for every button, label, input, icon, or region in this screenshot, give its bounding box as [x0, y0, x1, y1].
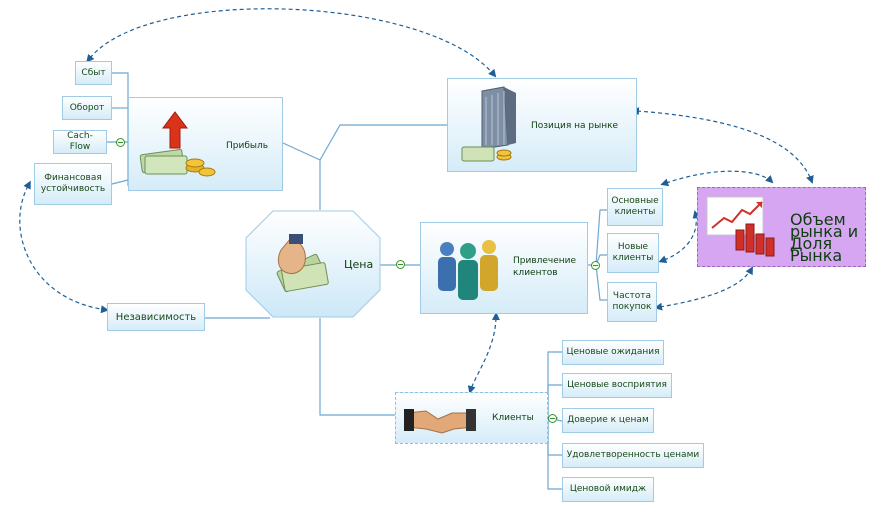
topic-clients-label: Клиенты — [492, 413, 534, 423]
growth-chart-icon — [706, 196, 775, 257]
subtopic-cash-flow[interactable]: Cach-Flow — [53, 130, 107, 154]
topic-profit[interactable]: Прибыль — [128, 97, 283, 191]
central-topic[interactable]: Цена — [245, 210, 381, 318]
topic-market-share[interactable]: Объем рынка и Доля Рынка — [697, 187, 866, 267]
building-icon — [461, 86, 516, 162]
topic-clients[interactable]: Клиенты — [395, 392, 548, 444]
collapse-toggle-attraction[interactable] — [396, 260, 405, 269]
topic-client-attraction[interactable]: Привлечение клиентов — [420, 222, 588, 314]
subtopic-price-perception[interactable]: Ценовые восприятия — [562, 373, 672, 398]
subtopic-sbyt[interactable]: Сбыт — [75, 61, 112, 85]
subtopic-main-clients[interactable]: Основные клиенты — [607, 188, 663, 226]
central-topic-label: Цена — [344, 258, 374, 271]
subtopic-new-clients[interactable]: Новые клиенты — [607, 233, 659, 273]
subtopic-financial-stability[interactable]: Финансовая устойчивость — [34, 163, 112, 205]
topic-market-position[interactable]: Позиция на рынке — [447, 78, 637, 172]
subtopic-price-satisfaction[interactable]: Удовлетворенность ценами — [562, 443, 704, 468]
money-hand-icon — [276, 234, 329, 293]
collapse-toggle-attraction-children[interactable] — [591, 261, 600, 270]
subtopic-purchase-frequency[interactable]: Частота покупок — [607, 282, 657, 322]
topic-market-position-label: Позиция на рынке — [531, 121, 619, 131]
money-growth-icon — [139, 111, 216, 177]
topic-market-share-label: Объем рынка и Доля Рынка — [790, 210, 859, 265]
people-icon — [438, 240, 498, 300]
collapse-toggle-clients[interactable] — [548, 414, 557, 423]
subtopic-price-image[interactable]: Ценовой имидж — [562, 477, 654, 502]
topic-independence[interactable]: Независимость — [107, 303, 205, 331]
collapse-toggle-profit[interactable] — [116, 138, 125, 147]
topic-client-attraction-label: Привлечение клиентов — [513, 256, 577, 278]
subtopic-price-trust[interactable]: Доверие к ценам — [562, 408, 654, 433]
subtopic-oborot[interactable]: Оборот — [62, 96, 112, 120]
handshake-icon — [404, 409, 476, 434]
subtopic-price-expectations[interactable]: Ценовые ожидания — [562, 340, 664, 365]
topic-profit-label: Прибыль — [226, 141, 269, 151]
